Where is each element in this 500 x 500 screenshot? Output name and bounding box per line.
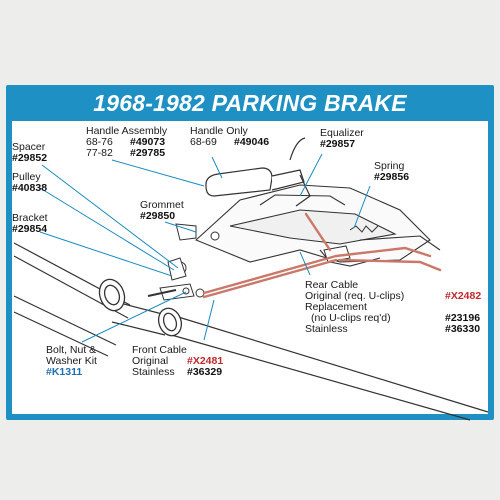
front-cable-label: Front Cable Original #X2481 Stainless #363… [132,345,223,378]
spacer-label: Spacer #29852 [12,142,47,164]
spacer-part-number: #29852 [12,152,48,164]
bolt-kit-line-1: Bolt, Nut & [46,344,97,356]
handle-assembly-name: Handle Assembly [86,125,168,137]
tube-ends [98,278,183,337]
handle-assembly-years-2: 77-82 [86,147,113,159]
grommet-part-number: #29850 [140,210,176,222]
rear-cable-stainless: Stainless [305,323,348,335]
handle-assembly-label: Handle Assembly 68-76 #49073 77-82 #29785 [86,126,167,159]
rear-cable-stainless-pn: #36330 [445,323,481,335]
handle-only-name: Handle Only [190,125,248,137]
rear-cable-replacement: Replacement [305,301,367,313]
grommet-label: Grommet #29850 [140,200,184,222]
rear-cable-label: Rear Cable Original (req. U-clips) #X2482… [305,280,481,335]
bolt-kit-line-2: Washer Kit [46,355,97,367]
handle-only-pn: #49046 [234,136,270,148]
front-cable-name: Front Cable [132,344,187,356]
front-cable-original: Original [132,355,169,367]
brake-cables [202,212,442,299]
pulley-label: Pulley #40838 [12,172,47,194]
rear-cable-replacement-pn: #23196 [445,312,481,324]
front-cable-stainless: Stainless [132,366,175,378]
pulley-part-number: #40838 [12,182,48,194]
spacer-name: Spacer [12,141,46,153]
spring-part-number: #29856 [374,171,410,183]
equalizer-label: Equalizer #29857 [320,128,364,150]
tunnel-assembly [194,184,441,267]
bracket-label: Bracket #29854 [12,213,48,235]
rear-cable-replacement-note: (no U-clips req'd) [311,312,391,324]
handle-assembly-years-1: 68-76 [86,136,113,148]
rear-cable-original-pn: #X2482 [445,290,482,302]
equalizer-name: Equalizer [320,127,364,139]
handle-assembly-pn-2: #29785 [130,147,166,159]
diagram-title: 1968-1982 PARKING BRAKE [93,90,407,116]
handle-only-label: Handle Only 68-69 #49046 [190,126,269,148]
bracket-part-number: #29854 [12,223,48,235]
front-cable-stainless-pn: #36329 [187,366,223,378]
grommet-name: Grommet [140,199,184,211]
bracket-name: Bracket [12,212,48,224]
spring-label: Spring #29856 [374,161,409,183]
handle-assembly-pn-1: #49073 [130,136,166,148]
rear-cable-original: Original (req. U-clips) [305,290,405,302]
leader-lines [39,153,371,343]
rear-cable-name: Rear Cable [305,279,359,291]
brake-handle [205,137,311,207]
front-cable-original-pn: #X2481 [187,355,224,367]
spring-name: Spring [374,160,405,172]
bolt-kit-part-number: #K1311 [46,366,83,378]
pulley-bracket-parts [147,223,220,301]
handle-only-years: 68-69 [190,136,217,148]
pulley-name: Pulley [12,171,41,183]
equalizer-part-number: #29857 [320,138,356,150]
bolt-kit-label: Bolt, Nut & Washer Kit #K1311 [46,345,97,378]
